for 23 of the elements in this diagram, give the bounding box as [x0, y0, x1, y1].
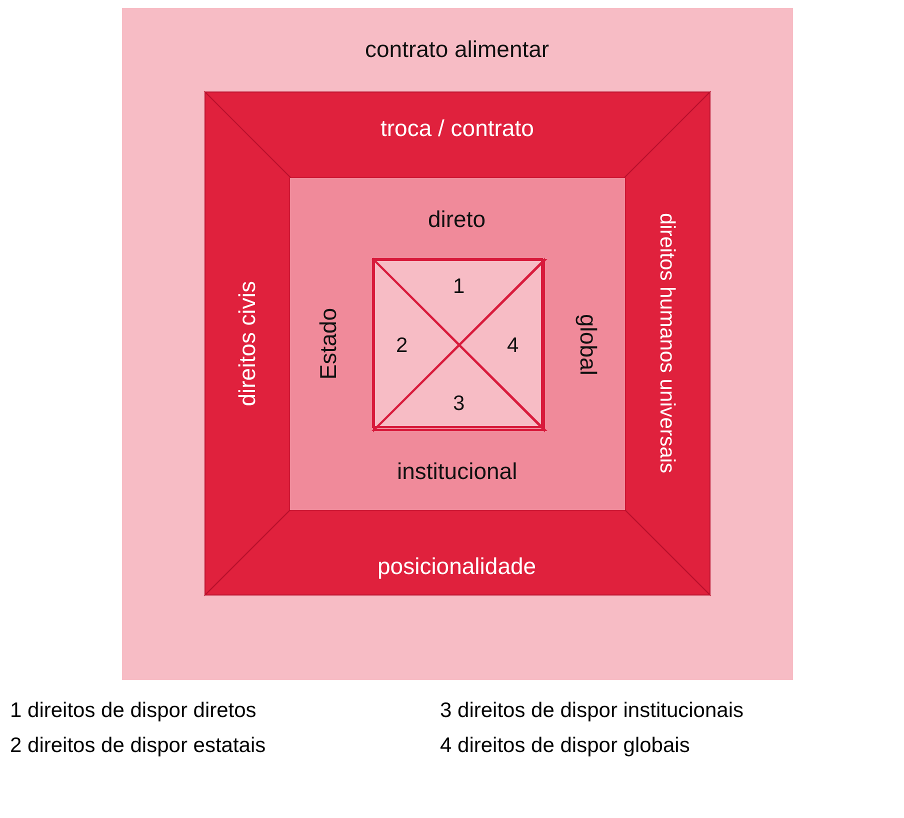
trapezoid-band [625, 92, 710, 595]
segment-number: 2 [396, 334, 408, 356]
region-label: contrato alimentar [365, 38, 550, 61]
band-label: direitos humanos universais [656, 213, 678, 474]
trapezoid-band [205, 510, 710, 595]
trapezoid-band [205, 92, 290, 595]
side-label: global [576, 314, 600, 375]
side-label: direto [428, 208, 486, 231]
outer-square [122, 8, 793, 680]
side-label: institucional [397, 460, 518, 483]
band-label: troca / contrato [380, 117, 534, 140]
legend-text: 2 direitos de dispor estatais [10, 735, 266, 756]
middle-square [290, 178, 625, 510]
band-label: posicionalidade [378, 555, 536, 578]
segment-number: 3 [453, 393, 465, 414]
side-label: Estado [316, 308, 340, 380]
legend-text: 1 direitos de dispor diretos [10, 700, 256, 721]
segment-number: 1 [453, 276, 465, 297]
trapezoid-band [205, 92, 710, 178]
segment-number: 4 [507, 334, 519, 356]
legend-text: 4 direitos de dispor globais [440, 735, 690, 756]
band-label: direitos civis [236, 280, 258, 406]
legend-text: 3 direitos de dispor institucionais [440, 700, 744, 721]
